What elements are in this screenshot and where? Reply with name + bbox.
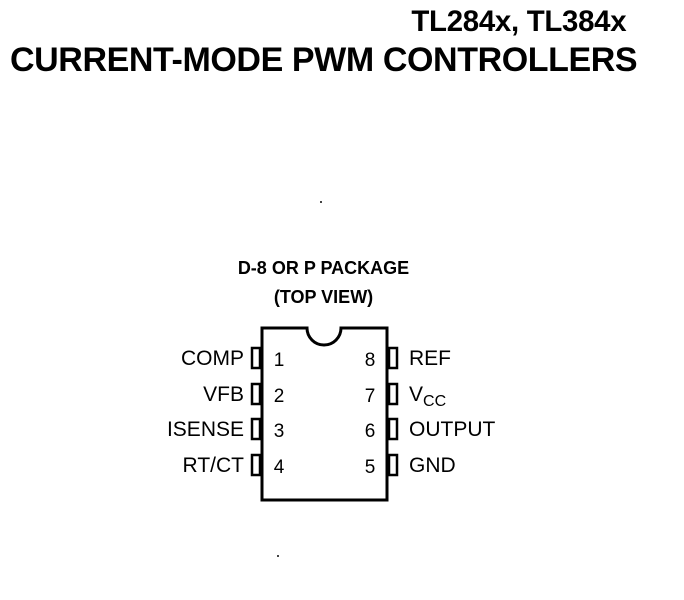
package-title: D-8 OR P PACKAGE <box>237 258 410 278</box>
ic-body-outline <box>260 326 389 502</box>
pin-number-6: 6 <box>364 421 376 442</box>
pin-name-7: VCC <box>409 383 447 410</box>
pin-lead-1 <box>250 346 262 370</box>
pin-lead-4 <box>250 453 262 477</box>
pin-name-8: REF <box>409 347 451 370</box>
document-subtitle: CURRENT-MODE PWM CONTROLLERS <box>10 41 638 79</box>
pin-lead-5 <box>387 453 399 477</box>
pin-name-3: ISENSE <box>166 418 244 441</box>
pin-number-1: 1 <box>273 350 285 371</box>
pin-name-5: GND <box>409 454 456 477</box>
pin-lead-6 <box>387 417 399 441</box>
pin-lead-2 <box>250 382 262 406</box>
pin-number-5: 5 <box>364 457 376 478</box>
pin-name-2: VFB <box>203 383 244 406</box>
pin-name-7-subscript: CC <box>423 393 447 410</box>
pin-number-8: 8 <box>364 350 376 371</box>
part-number-title: TL284x, TL384x <box>411 5 626 38</box>
package-view-label: (TOP VIEW) <box>273 287 374 307</box>
pin-lead-3 <box>250 417 262 441</box>
pin-name-1: COMP <box>181 347 244 370</box>
pin-number-7: 7 <box>364 386 376 407</box>
pin-lead-8 <box>387 346 399 370</box>
pin-number-2: 2 <box>273 386 285 407</box>
scan-speck <box>320 201 322 203</box>
pin-name-7-main: V <box>409 383 424 406</box>
pin-lead-7 <box>387 382 399 406</box>
pin-number-4: 4 <box>273 457 285 478</box>
pin-name-6: OUTPUT <box>409 418 496 441</box>
scan-speck <box>277 555 279 557</box>
pin-number-3: 3 <box>273 421 285 442</box>
pin-name-4: RT/CT <box>182 454 244 477</box>
